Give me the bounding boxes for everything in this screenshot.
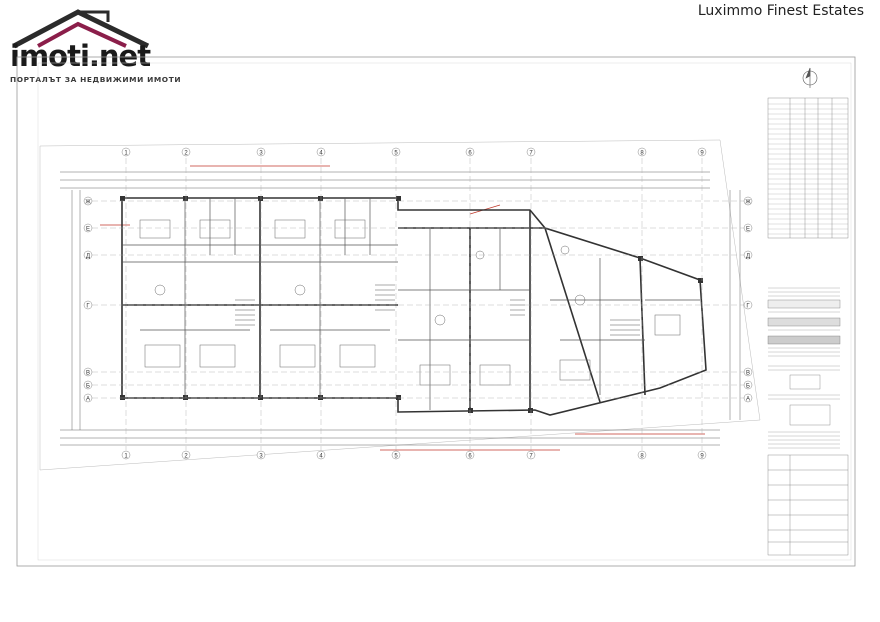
axis-column-bubble: [526, 147, 536, 157]
axis-column-bubble: [181, 450, 191, 460]
axis-row-label: Ж: [85, 200, 91, 206]
axis-row-bubble: [83, 196, 93, 206]
axis-column-label: 1: [124, 454, 128, 460]
axis-row-label: Г: [746, 304, 750, 310]
axis-column-bubble: [121, 450, 131, 460]
axis-rows: Ж Ж Е Е Д Д Г Г В В Б Б А А: [83, 196, 753, 403]
fixtures: [139, 219, 681, 386]
room-schedule-rows: [768, 103, 848, 235]
axis-column-bubble: [637, 147, 647, 157]
axis-row-bubble: [83, 250, 93, 260]
axis-row-label: Б: [86, 384, 90, 390]
agency-watermark: Luximmo Finest Estates: [697, 3, 864, 19]
axis-row-bubble: [743, 196, 753, 206]
axis-column-bubble: [256, 450, 266, 460]
room-schedule-table: [767, 97, 849, 239]
axis-column-label: 5: [394, 151, 398, 157]
sheet-border: [16, 56, 856, 567]
axis-column-bubble: [465, 147, 475, 157]
building-walls: [121, 197, 707, 416]
axis-row-label: В: [86, 371, 90, 377]
axis-row-label: Б: [746, 384, 750, 390]
house-roof-icon: [12, 9, 150, 49]
axis-column-label: 1: [124, 151, 128, 157]
axis-column-bubble: [256, 147, 266, 157]
sheet-inner-border: [37, 62, 852, 561]
axis-column-bubble: [697, 147, 707, 157]
axis-row-bubble: [743, 367, 753, 377]
axis-row-bubble: [83, 300, 93, 310]
axis-column-bubble: [391, 450, 401, 460]
axis-row-bubble: [83, 367, 93, 377]
axis-column-label: 2: [184, 454, 188, 460]
axis-column-bubble: [391, 147, 401, 157]
axis-row-bubble: [83, 393, 93, 403]
axis-column-label: 8: [640, 151, 644, 157]
axis-column-label: 4: [319, 454, 323, 460]
north-arrow-icon: [802, 67, 818, 88]
axis-column-bubble: [121, 147, 131, 157]
axis-column-label: 9: [700, 151, 704, 157]
axis-row-label: Ж: [745, 200, 751, 206]
axis-row-label: А: [86, 397, 90, 403]
red-markers: [100, 165, 705, 451]
axis-row-label: Д: [86, 254, 90, 260]
axis-column-label: 7: [529, 151, 533, 157]
interior-partitions: [122, 198, 700, 410]
dimension-lines: [60, 171, 741, 446]
axis-row-bubble: [83, 223, 93, 233]
axis-row-bubble: [743, 393, 753, 403]
axis-column-label: 8: [640, 454, 644, 460]
axis-row-label: Г: [86, 304, 90, 310]
imoti-logo: imoti.net ПОРТАЛЪТ ЗА НЕДВИЖИМИ ИМОТИ: [8, 8, 181, 88]
axis-column-label: 9: [700, 454, 704, 460]
legend-block: [767, 299, 841, 426]
axis-row-label: А: [746, 397, 750, 403]
legend-text-lines: [768, 287, 840, 449]
logo-tagline: ПОРТАЛЪТ ЗА НЕДВИЖИМИ ИМОТИ: [10, 75, 182, 84]
axis-column-bubble: [465, 450, 475, 460]
axis-column-label: 3: [259, 454, 263, 460]
axis-column-label: 4: [319, 151, 323, 157]
axis-column-bubble: [637, 450, 647, 460]
axis-row-label: Д: [746, 254, 750, 260]
axis-row-bubble: [743, 300, 753, 310]
axis-row-label: Е: [86, 227, 90, 233]
axis-row-bubble: [83, 380, 93, 390]
axis-column-bubble: [181, 147, 191, 157]
axis-row-label: Е: [746, 227, 750, 233]
title-block: [767, 454, 849, 556]
axis-column-bubble: [316, 147, 326, 157]
logo-wordmark: imoti.net: [10, 39, 151, 73]
axis-column-bubble: [526, 450, 536, 460]
site-boundary: [39, 139, 761, 471]
axis-row-bubble: [743, 380, 753, 390]
axis-column-label: 6: [468, 151, 472, 157]
axis-row-label: В: [746, 371, 750, 377]
axis-column-bubble: [697, 450, 707, 460]
axis-row-bubble: [743, 223, 753, 233]
axis-row-bubble: [743, 250, 753, 260]
axis-column-label: 7: [529, 454, 533, 460]
structural-columns: [120, 196, 703, 413]
axis-column-label: 2: [184, 151, 188, 157]
axis-column-label: 5: [394, 454, 398, 460]
axis-columns: 1 1 2 2 3 3 4 4 5 5 6 6 7 7 8 8 9 9: [121, 147, 707, 460]
axis-column-label: 6: [468, 454, 472, 460]
axis-column-bubble: [316, 450, 326, 460]
axis-column-label: 3: [259, 151, 263, 157]
